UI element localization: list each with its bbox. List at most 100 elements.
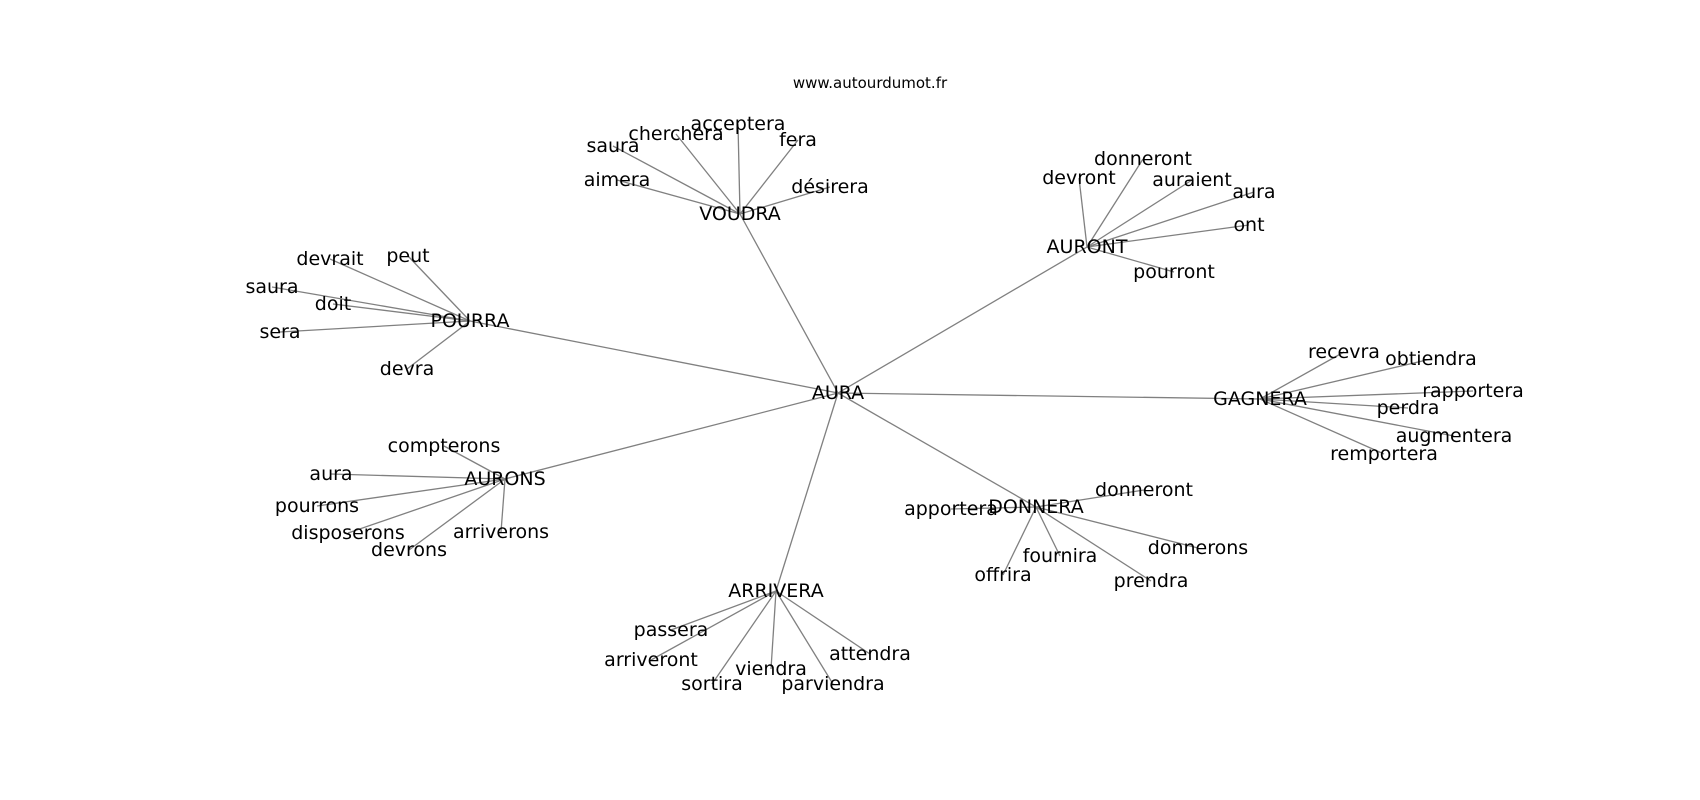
edge-gagnera-leaf-3 [1259, 398, 1409, 409]
leaf-node-gagnera-3[interactable]: perdra [1377, 397, 1440, 419]
leaf-node-voudra-2[interactable]: acceptera [691, 113, 786, 135]
leaf-node-auront-5[interactable]: pourront [1133, 261, 1215, 283]
leaf-node-aurons-4[interactable]: devrons [371, 539, 447, 561]
edge-donnera-leaf-0 [1035, 489, 1145, 508]
edge-center-donnera [837, 392, 1037, 508]
leaf-node-voudra-3[interactable]: fera [779, 129, 817, 151]
edge-donnera-leaf-4 [1002, 506, 1037, 576]
hub-node-aurons[interactable]: AURONS [464, 468, 545, 490]
leaf-node-pourra-3[interactable]: doit [315, 293, 351, 315]
hub-node-gagnera[interactable]: GAGNERA [1213, 388, 1307, 410]
edge-auront-leaf-1 [1078, 177, 1088, 248]
edge-aurons-leaf-3 [347, 478, 506, 534]
leaf-node-arrivera-0[interactable]: passera [634, 619, 709, 641]
leaf-node-auront-4[interactable]: ont [1233, 214, 1264, 236]
edges [271, 123, 1474, 685]
edge-voudra-leaf-0 [612, 145, 741, 215]
leaf-node-auront-1[interactable]: devront [1042, 167, 1116, 189]
edge-center-auront [837, 246, 1088, 394]
edge-center-arrivera [775, 392, 839, 592]
leaf-node-voudra-1[interactable]: cherchera [628, 123, 723, 145]
hub-node-auront[interactable]: AURONT [1047, 236, 1128, 258]
leaf-node-pourra-0[interactable]: devrait [296, 248, 363, 270]
leaf-node-donnera-1[interactable]: apportera [904, 498, 998, 520]
leaf-node-gagnera-2[interactable]: rapportera [1422, 380, 1524, 402]
edge-auront-leaf-4 [1086, 224, 1250, 248]
hub-node-voudra[interactable]: VOUDRA [699, 203, 781, 225]
edge-gagnera-leaf-4 [1259, 398, 1455, 437]
edge-pourra-leaf-3 [332, 303, 471, 322]
leaf-node-pourra-1[interactable]: peut [386, 245, 429, 267]
leaf-node-aurons-5[interactable]: arriverons [453, 521, 549, 543]
edge-gagnera-leaf-0 [1259, 351, 1345, 400]
leaf-node-auront-2[interactable]: auraient [1152, 169, 1232, 191]
leaf-node-arrivera-4[interactable]: attendra [829, 643, 911, 665]
leaf-node-donnera-2[interactable]: donnerons [1148, 537, 1248, 559]
leaf-node-pourra-2[interactable]: saura [245, 276, 298, 298]
leaf-node-voudra-4[interactable]: aimera [584, 169, 651, 191]
edge-pourra-leaf-4 [279, 320, 471, 333]
site-url: www.autourdumot.fr [793, 74, 948, 92]
edge-gagnera-leaf-1 [1259, 358, 1432, 400]
leaf-node-pourra-5[interactable]: devra [380, 358, 434, 380]
leaf-node-gagnera-5[interactable]: remportera [1330, 443, 1438, 465]
edge-voudra-leaf-1 [675, 133, 741, 215]
edge-auront-leaf-0 [1086, 158, 1144, 248]
leaf-node-donnera-0[interactable]: donneront [1095, 479, 1193, 501]
edge-gagnera-leaf-2 [1259, 390, 1474, 400]
leaf-node-voudra-5[interactable]: désirera [791, 176, 868, 198]
leaf-node-gagnera-4[interactable]: augmentera [1396, 425, 1513, 447]
leaf-node-auront-3[interactable]: aura [1232, 181, 1275, 203]
edge-pourra-leaf-2 [271, 286, 471, 322]
leaf-node-voudra-0[interactable]: saura [586, 135, 639, 157]
edge-auront-leaf-3 [1086, 191, 1255, 248]
edge-center-pourra [469, 320, 839, 394]
edge-aurons-leaf-5 [500, 478, 506, 533]
edge-pourra-leaf-5 [406, 320, 471, 370]
leaf-node-aurons-0[interactable]: compterons [388, 435, 501, 457]
edge-aurons-leaf-4 [408, 478, 506, 551]
edge-arrivera-leaf-2 [711, 590, 777, 685]
leaf-node-donnera-3[interactable]: fournira [1023, 545, 1098, 567]
leaf-node-arrivera-1[interactable]: arriveront [604, 649, 698, 671]
edge-center-voudra [739, 213, 839, 394]
center-node[interactable]: AURA [812, 382, 864, 404]
edge-center-gagnera [837, 392, 1261, 400]
leaf-node-arrivera-5[interactable]: parviendra [781, 673, 884, 695]
edge-auront-leaf-5 [1086, 246, 1175, 273]
edge-aurons-leaf-1 [330, 473, 506, 480]
edge-donnera-leaf-3 [1035, 506, 1061, 557]
edge-aurons-leaf-0 [443, 445, 506, 480]
edge-arrivera-leaf-4 [775, 590, 871, 655]
edge-pourra-leaf-1 [407, 255, 471, 322]
edge-pourra-leaf-0 [329, 258, 471, 322]
edge-voudra-leaf-2 [737, 123, 741, 215]
hub-node-donnera[interactable]: DONNERA [988, 496, 1083, 518]
hub-node-pourra[interactable]: POURRA [431, 310, 510, 332]
leaf-node-pourra-4[interactable]: sera [259, 321, 300, 343]
leaf-node-aurons-1[interactable]: aura [309, 463, 352, 485]
edge-arrivera-leaf-0 [670, 590, 777, 631]
leaf-node-aurons-3[interactable]: disposerons [291, 522, 404, 544]
edge-gagnera-leaf-5 [1259, 398, 1385, 455]
edge-center-aurons [504, 392, 839, 480]
edge-donnera-leaf-2 [1035, 506, 1199, 549]
edge-arrivera-leaf-1 [650, 590, 777, 661]
edge-voudra-leaf-3 [739, 139, 799, 215]
leaf-node-arrivera-3[interactable]: viendra [735, 658, 807, 680]
leaf-node-auront-0[interactable]: donneront [1094, 148, 1192, 170]
leaf-node-gagnera-1[interactable]: obtiendra [1385, 348, 1477, 370]
edge-arrivera-leaf-3 [770, 590, 777, 670]
leaf-node-gagnera-0[interactable]: recevra [1308, 341, 1380, 363]
leaf-node-aurons-2[interactable]: pourrons [275, 495, 359, 517]
edge-donnera-leaf-1 [950, 506, 1037, 510]
leaf-node-donnera-4[interactable]: offrira [974, 564, 1031, 586]
edge-voudra-leaf-4 [616, 179, 741, 215]
edge-voudra-leaf-5 [739, 186, 831, 215]
leaf-node-arrivera-2[interactable]: sortira [681, 673, 743, 695]
leaf-node-donnera-5[interactable]: prendra [1114, 570, 1189, 592]
hub-node-arrivera[interactable]: ARRIVERA [728, 580, 823, 602]
edge-aurons-leaf-2 [316, 478, 506, 507]
